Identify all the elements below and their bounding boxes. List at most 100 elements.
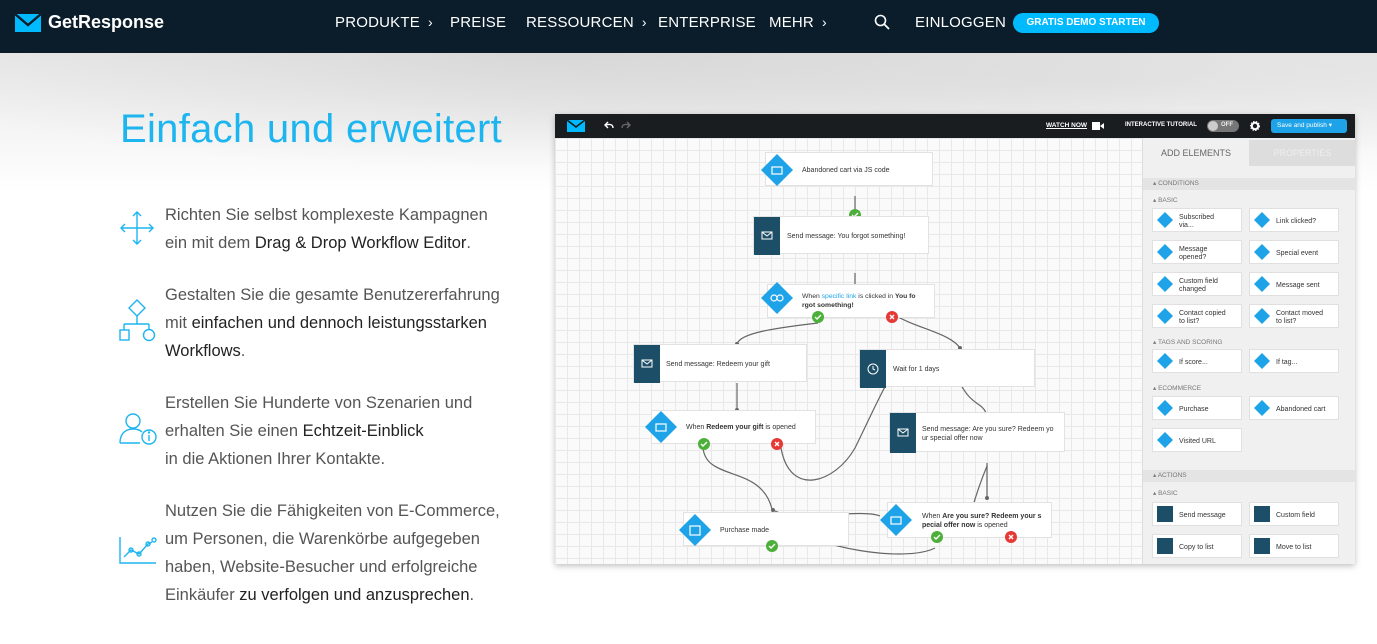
element-abandoned-cart[interactable]: Abandoned cart xyxy=(1249,396,1339,420)
feature-item: Nutzen Sie die Fähigkeiten von E-Commerc… xyxy=(118,497,538,609)
element-move-to-list[interactable]: Move to list xyxy=(1249,534,1339,558)
workflow-node[interactable]: When Redeem your gift is opened xyxy=(645,410,816,444)
subsection-tags-scoring: ▴ TAGS AND SCORING xyxy=(1153,339,1223,346)
cross-icon xyxy=(771,438,783,450)
page-headline: Einfach und erweitert xyxy=(120,107,503,151)
text-span: Send message: Are you sure? Redeem yo xyxy=(922,426,1054,433)
move-icon xyxy=(1254,538,1270,554)
toggle-knob xyxy=(1208,121,1218,131)
text-span: haben, Website-Besucher und erfolgreiche xyxy=(165,558,478,576)
link-text: specific link xyxy=(821,293,857,300)
chevron-right-icon: › xyxy=(641,14,647,30)
demo-start-button[interactable]: GRATIS DEMO STARTEN xyxy=(1013,13,1159,33)
section-label: BASIC xyxy=(1158,197,1178,204)
highlight-text: Workflows xyxy=(165,342,241,360)
node-label: When Redeem your gift is opened xyxy=(686,423,796,432)
workflow-node[interactable]: Send message: Redeem your gift xyxy=(633,344,807,383)
redo-icon[interactable] xyxy=(621,121,631,131)
feature-line: Nutzen Sie die Fähigkeiten von E-Commerc… xyxy=(165,497,500,525)
search-icon[interactable] xyxy=(874,14,890,30)
envelope-open-icon xyxy=(880,504,912,536)
text-span: opened? xyxy=(1179,254,1207,261)
text-span: Redeem your gift xyxy=(706,424,764,431)
chevron-right-icon: › xyxy=(427,14,433,30)
feature-item: Richten Sie selbst komplexeste Kampagnen… xyxy=(118,201,538,261)
video-camera-icon xyxy=(1092,122,1104,130)
envelope-icon xyxy=(890,413,916,453)
element-label: Abandoned cart xyxy=(1276,406,1326,413)
brand-logo[interactable]: GetResponse xyxy=(14,12,164,33)
envelope-icon xyxy=(634,345,660,383)
chevron-right-icon: › xyxy=(821,14,827,30)
element-message-sent[interactable]: Message sent xyxy=(1249,272,1339,296)
text-span: When xyxy=(922,513,943,520)
element-purchase[interactable]: Purchase xyxy=(1152,396,1242,420)
text-span: . xyxy=(466,234,471,252)
node-label: Send message: Redeem your gift xyxy=(666,361,770,368)
subscribe-icon xyxy=(1157,212,1173,228)
gear-icon[interactable] xyxy=(1250,121,1260,131)
nav-item-ressourcen[interactable]: RESSOURCEN › xyxy=(526,14,647,31)
save-and-publish-button[interactable]: Save and publish ▾ xyxy=(1271,119,1347,133)
workflow-node[interactable]: Wait for 1 days xyxy=(859,349,1035,388)
text-span: Erstellen Sie Hunderte von Szenarien und xyxy=(165,394,473,412)
nav-item-enterprise[interactable]: ENTERPRISE xyxy=(658,14,756,31)
nav-item-mehr[interactable]: MEHR› xyxy=(769,14,827,31)
watch-now-link[interactable]: WATCH NOW xyxy=(1046,122,1088,129)
workflow-node[interactable]: Send message: You forgot something! xyxy=(753,216,929,255)
element-label: Custom field xyxy=(1276,512,1315,519)
feature-line: um Personen, die Warenkörbe aufgegeben xyxy=(165,525,500,553)
check-icon xyxy=(812,311,824,323)
nav-item-produkte[interactable]: PRODUKTE› xyxy=(335,14,433,31)
text-span: is clicked in xyxy=(856,293,895,300)
nav-item-label: RESSOURCEN xyxy=(526,14,634,31)
text-span: to list? xyxy=(1276,318,1297,325)
element-custom-field[interactable]: Custom field xyxy=(1249,502,1339,526)
login-link[interactable]: EINLOGGEN xyxy=(915,14,1006,31)
section-label: BASIC xyxy=(1158,490,1178,497)
line-chart-icon xyxy=(119,537,157,564)
text-span: . xyxy=(469,586,475,604)
element-visited-url[interactable]: Visited URL xyxy=(1152,428,1242,452)
element-send-message[interactable]: Send message xyxy=(1152,502,1242,526)
element-if-score[interactable]: If score... xyxy=(1152,349,1242,373)
element-link-clicked[interactable]: Link clicked? xyxy=(1249,208,1339,232)
feature-line: haben, Website-Besucher und erfolgreiche xyxy=(165,553,500,581)
text-span: Contact moved xyxy=(1276,310,1324,317)
element-copy-to-list[interactable]: Copy to list xyxy=(1152,534,1242,558)
workflow-node[interactable]: Purchase made xyxy=(679,512,849,546)
element-label: Message sent xyxy=(1276,282,1320,289)
envelope-open-icon xyxy=(645,411,677,443)
text-span: is opened xyxy=(975,522,1008,529)
section-label: ECOMMERCE xyxy=(1158,385,1202,392)
undo-icon[interactable] xyxy=(604,121,614,131)
text-span: Richten Sie selbst komplexeste Kampagnen xyxy=(165,206,488,224)
text-span: When xyxy=(802,293,822,300)
feature-line: Einkäufer zu verfolgen und anzusprechen. xyxy=(165,581,500,609)
tab-properties[interactable]: PROPERTIES xyxy=(1249,140,1355,166)
workflow-node[interactable]: Abandoned cart via JS code xyxy=(761,152,933,186)
chevron-down-icon: ▾ xyxy=(1328,122,1332,129)
tutorial-toggle[interactable]: OFF xyxy=(1207,120,1239,132)
check-icon xyxy=(931,531,943,543)
event-icon xyxy=(1254,244,1270,260)
section-conditions[interactable]: ▴ CONDITIONS xyxy=(1143,178,1355,190)
section-actions[interactable]: ▴ ACTIONS xyxy=(1143,470,1355,482)
copy-icon xyxy=(1157,538,1173,554)
text-span: Gestalten Sie die gesamte Benutzererfahr… xyxy=(165,286,500,304)
feature-line: Workflows. xyxy=(165,337,500,365)
element-if-tag[interactable]: If tag... xyxy=(1249,349,1339,373)
element-special-event[interactable]: Special event xyxy=(1249,240,1339,264)
nav-item-preise[interactable]: PREISE xyxy=(450,14,506,31)
tab-add-elements[interactable]: ADD ELEMENTS xyxy=(1143,140,1249,166)
text-span: pecial offer now xyxy=(922,522,976,529)
